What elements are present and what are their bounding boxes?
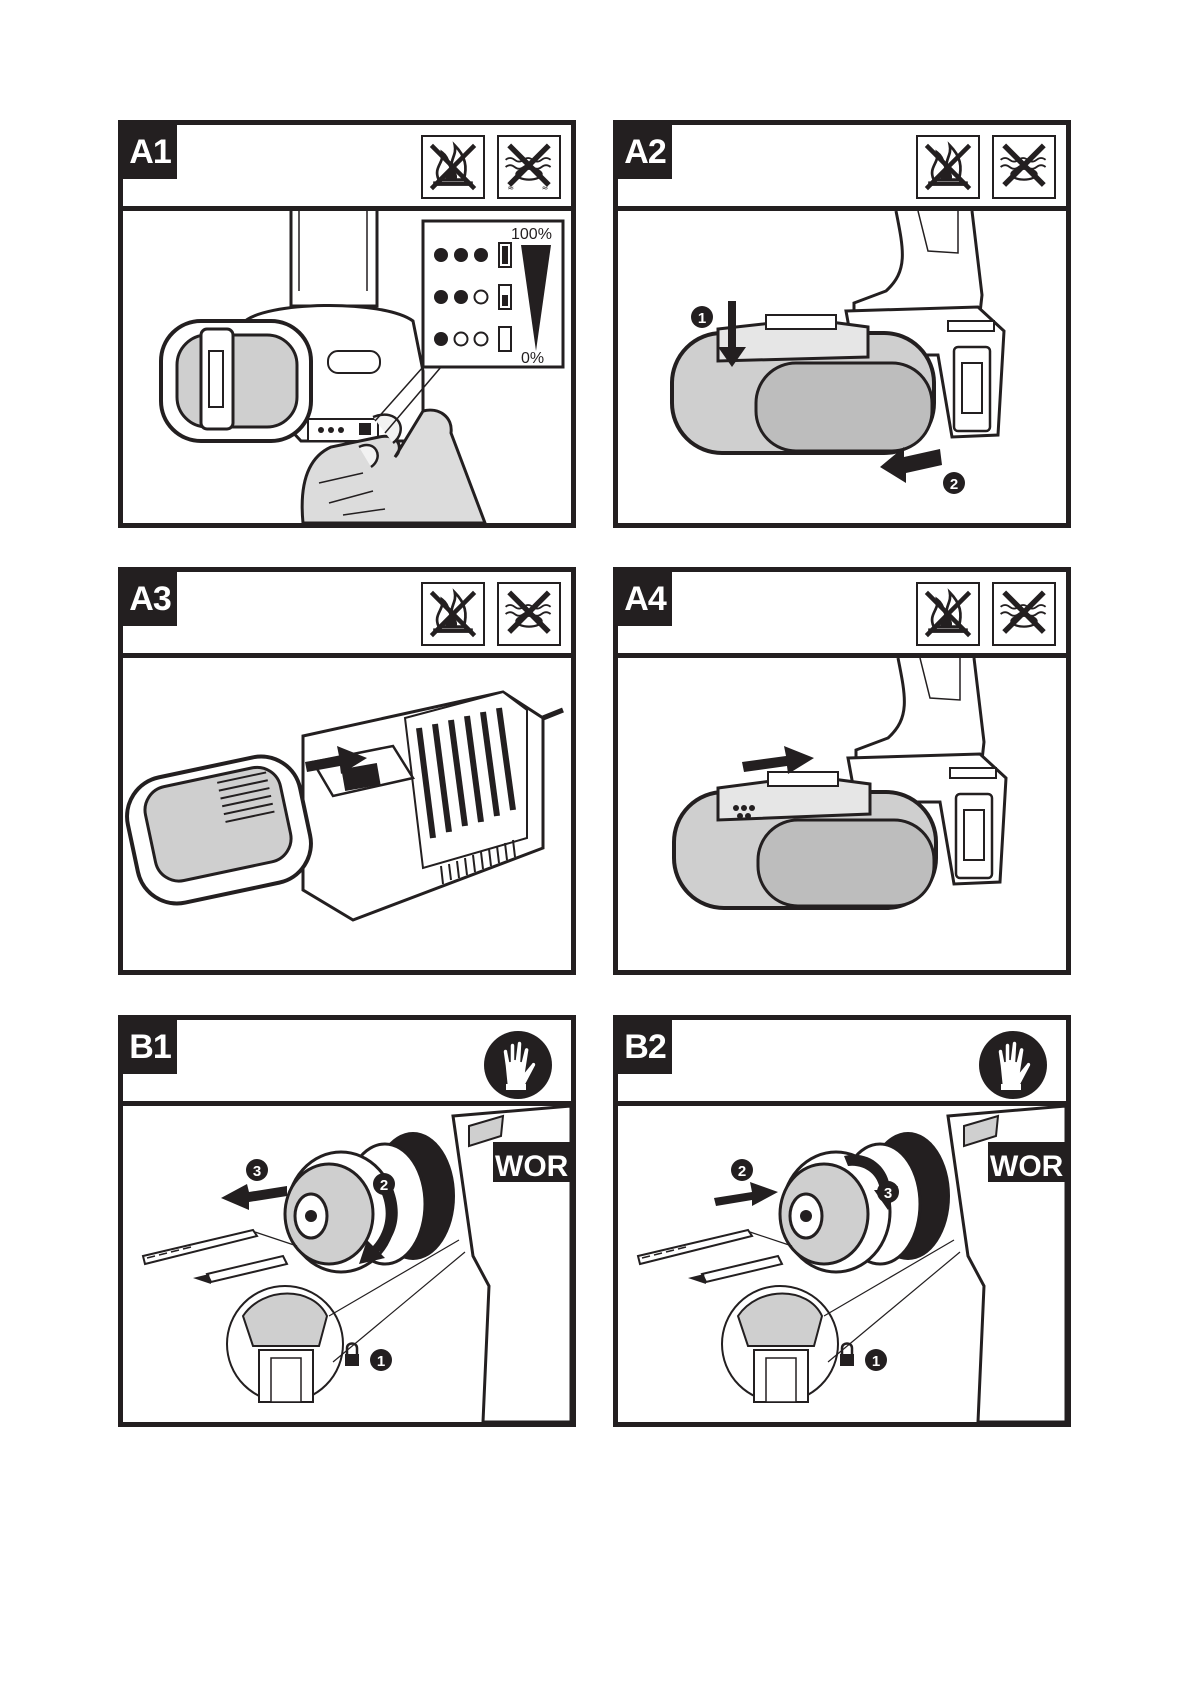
battery-insertion-illustration <box>618 658 1066 970</box>
step-number: 1 <box>377 1353 385 1370</box>
panel-label: A1 <box>123 125 177 179</box>
panel-a1: A1 ≈≈ <box>118 120 576 528</box>
panel-label: A4 <box>618 572 672 626</box>
step-number: 2 <box>380 1177 388 1194</box>
bit-insertion-illustration: WOR 3 2 <box>618 1106 1066 1422</box>
step-number: 1 <box>698 310 706 327</box>
panel-a3: A3 <box>118 567 576 975</box>
panel-a2: A2 1 <box>613 120 1071 528</box>
panel-header: A4 <box>618 572 1066 658</box>
brand-logo: WOR <box>495 1150 569 1183</box>
brand-logo: WOR <box>990 1150 1064 1183</box>
panel-header: A2 <box>618 125 1066 211</box>
panel-label: B1 <box>123 1020 177 1074</box>
no-fire-icon <box>916 135 980 199</box>
battery-charge-check-illustration: 100% 0% <box>123 211 571 523</box>
panel-b2: B2 WOR 3 2 <box>613 1015 1071 1427</box>
step-number: 2 <box>950 476 958 493</box>
step-number: 1 <box>872 1353 880 1370</box>
warning-icons: ≈≈ <box>421 135 561 199</box>
panel-label: B2 <box>618 1020 672 1074</box>
step-number: 3 <box>253 1163 261 1180</box>
battery-removal-illustration: 1 2 <box>618 211 1066 523</box>
battery-charging-illustration <box>123 658 571 970</box>
panel-label: A2 <box>618 125 672 179</box>
no-water-icon: ≈≈ <box>497 135 561 199</box>
panel-header: A1 ≈≈ <box>123 125 571 211</box>
warning-icons <box>916 582 1056 646</box>
bit-removal-illustration: WOR 2 3 <box>123 1106 571 1422</box>
no-water-icon <box>992 582 1056 646</box>
warning-icons <box>421 582 561 646</box>
no-fire-icon <box>421 135 485 199</box>
gloves-icon <box>483 1030 553 1100</box>
indicator-min-label: 0% <box>521 350 544 367</box>
panel-a4: A4 <box>613 567 1071 975</box>
panel-header: A3 <box>123 572 571 658</box>
step-number: 2 <box>738 1163 746 1180</box>
panel-label: A3 <box>123 572 177 626</box>
step-number: 3 <box>884 1185 892 1202</box>
no-water-icon <box>497 582 561 646</box>
indicator-max-label: 100% <box>511 226 552 243</box>
no-fire-icon <box>916 582 980 646</box>
panel-header: B2 <box>618 1020 1066 1106</box>
warning-icons <box>916 135 1056 199</box>
no-fire-icon <box>421 582 485 646</box>
no-water-icon <box>992 135 1056 199</box>
gloves-icon <box>978 1030 1048 1100</box>
panel-b1: B1 WOR 2 3 <box>118 1015 576 1427</box>
panel-header: B1 <box>123 1020 571 1106</box>
